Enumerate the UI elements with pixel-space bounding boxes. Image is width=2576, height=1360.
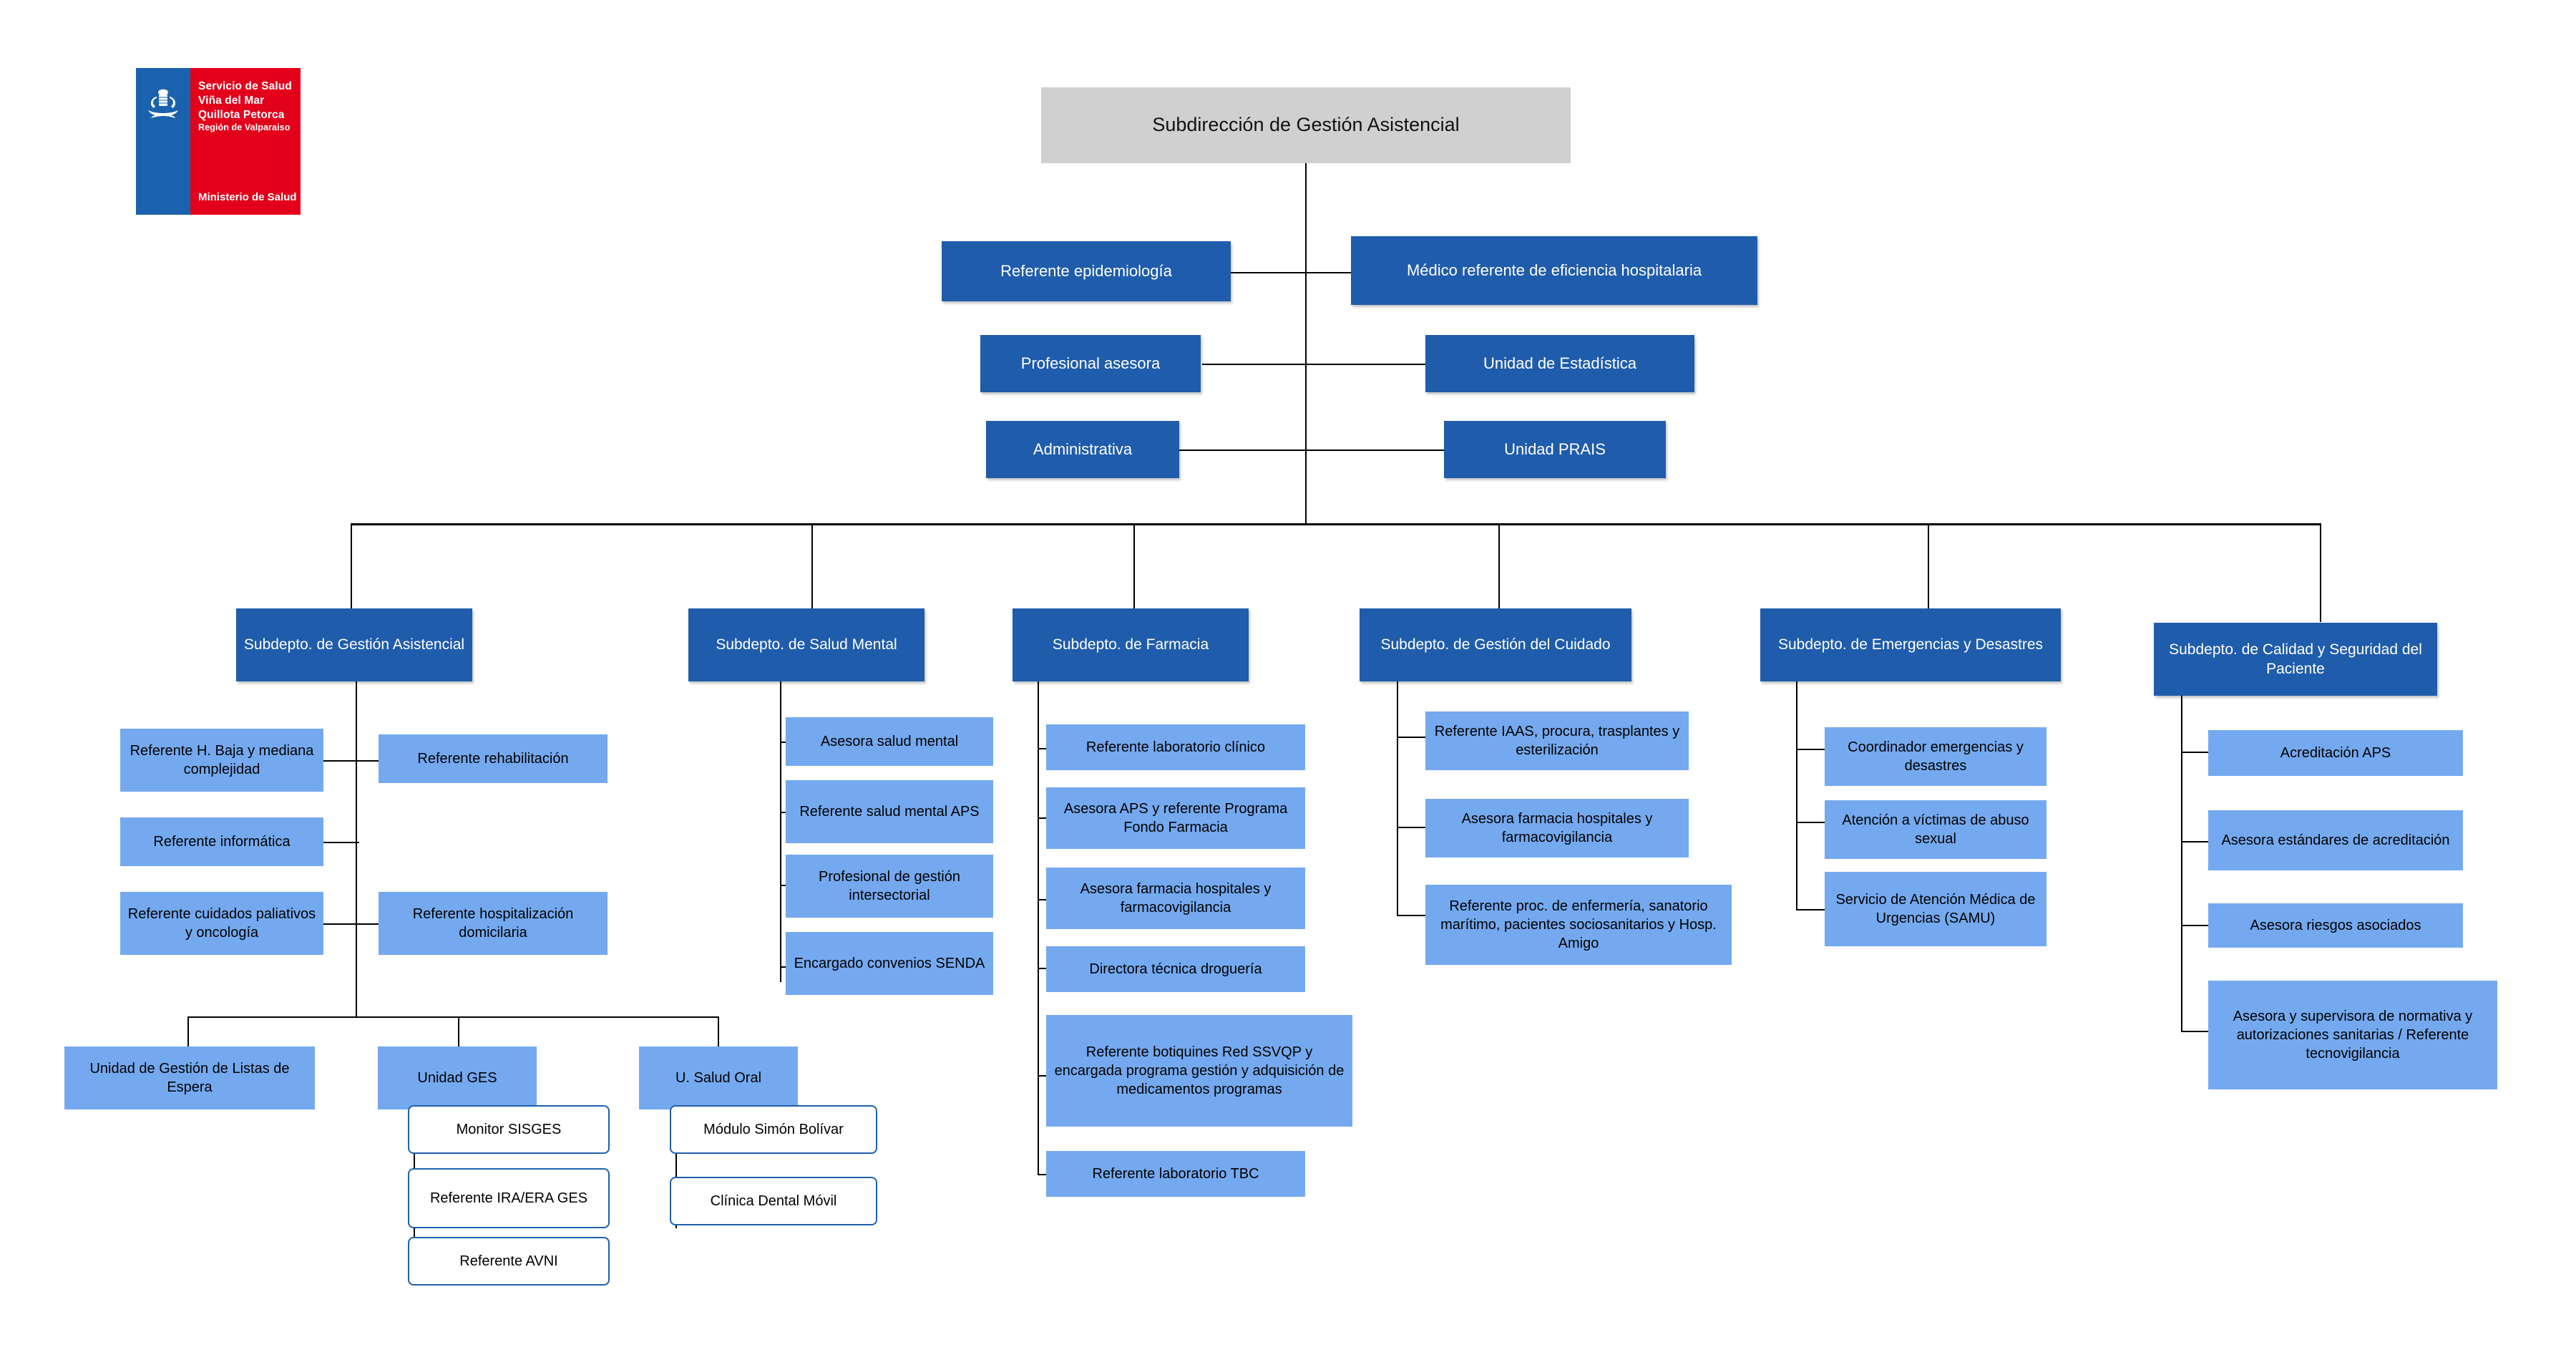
- connector-col1-spine: [356, 681, 357, 1018]
- child-node-referente-botiquines-ssvqp[interactable]: Referente botiquines Red SSVQP y encarga…: [1046, 1015, 1352, 1127]
- logo-line-2: Viña del Mar: [198, 94, 265, 107]
- department-node-farmacia[interactable]: Subdepto. de Farmacia: [1013, 608, 1249, 681]
- child-node-coordinador-emergencias[interactable]: Coordinador emergencias y desastres: [1825, 727, 2046, 786]
- child-node-atencion-victimas-abuso[interactable]: Atención a víctimas de abuso sexual: [1825, 800, 2046, 859]
- connector-col6-child-3: [2181, 925, 2208, 926]
- child-node-referente-iaas-procura[interactable]: Referente IAAS, procura, trasplantes y e…: [1425, 711, 1689, 770]
- root-node-subdireccion[interactable]: Subdirección de Gestión Asistencial: [1041, 87, 1571, 163]
- connector-unit-drop-ges: [458, 1016, 459, 1046]
- connector-col1-left-3: [323, 923, 359, 925]
- unit-node-salud-oral[interactable]: U. Salud Oral: [639, 1046, 798, 1109]
- child-node-asesora-estandares-acreditacion[interactable]: Asesora estándares de acreditación: [2208, 810, 2463, 870]
- child-node-referente-informatica[interactable]: Referente informática: [120, 817, 323, 866]
- connector-col1-unit-bus: [187, 1016, 718, 1018]
- connector-col5-child-2: [1796, 822, 1825, 823]
- connector-dept-drop-4: [1498, 523, 1500, 608]
- connector-col5-child-1: [1796, 749, 1825, 750]
- child-node-referente-h-baja[interactable]: Referente H. Baja y mediana complejidad: [120, 729, 323, 792]
- connector-staff-1: [1231, 272, 1367, 273]
- connector-dept-drop-1: [351, 523, 352, 608]
- subunit-node-referente-avni[interactable]: Referente AVNI: [408, 1237, 610, 1286]
- subunit-node-referente-ira-era-ges[interactable]: Referente IRA/ERA GES: [408, 1168, 610, 1228]
- connector-col6-child-2: [2181, 841, 2208, 842]
- department-node-calidad-seguridad[interactable]: Subdepto. de Calidad y Seguridad del Pac…: [2154, 623, 2437, 696]
- unit-node-listas-de-espera[interactable]: Unidad de Gestión de Listas de Espera: [64, 1046, 315, 1109]
- connector-col3-spine: [1038, 681, 1039, 1175]
- connector-department-bus: [351, 523, 2320, 525]
- child-node-referente-rehabilitacion[interactable]: Referente rehabilitación: [379, 734, 608, 783]
- connector-col2-spine: [780, 681, 781, 982]
- staff-node-referente-epidemiologia[interactable]: Referente epidemiología: [942, 241, 1231, 301]
- connector-dept-drop-5: [1928, 523, 1929, 608]
- connector-unit-drop-listas: [187, 1016, 189, 1046]
- department-node-salud-mental[interactable]: Subdepto. de Salud Mental: [688, 608, 924, 681]
- child-node-asesora-riesgos-asociados[interactable]: Asesora riesgos asociados: [2208, 903, 2463, 948]
- logo-ministry-label: Ministerio de Salud: [198, 191, 297, 203]
- staff-node-administrativa[interactable]: Administrativa: [986, 421, 1179, 478]
- child-node-acreditacion-aps[interactable]: Acreditación APS: [2208, 730, 2463, 776]
- child-node-samu[interactable]: Servicio de Atención Médica de Urgencias…: [1825, 872, 2046, 946]
- unit-node-unidad-ges[interactable]: Unidad GES: [378, 1046, 537, 1109]
- child-node-encargado-convenios-senda[interactable]: Encargado convenios SENDA: [786, 932, 993, 995]
- connector-col4-child-2: [1397, 827, 1425, 828]
- child-node-profesional-gestion-intersectorial[interactable]: Profesional de gestión intersectorial: [786, 855, 993, 918]
- subunit-node-clinica-dental-movil[interactable]: Clínica Dental Móvil: [670, 1177, 877, 1225]
- child-node-asesora-farmacia-hospitales[interactable]: Asesora farmacia hospitales y farmacovig…: [1046, 868, 1305, 929]
- connector-col4-child-3: [1397, 915, 1425, 916]
- coat-of-arms-icon: [148, 89, 178, 118]
- department-node-gestion-cuidado[interactable]: Subdepto. de Gestión del Cuidado: [1360, 608, 1631, 681]
- logo-blue-panel: [136, 68, 190, 215]
- connector-staff-2: [1202, 364, 1425, 365]
- staff-node-profesional-asesora[interactable]: Profesional asesora: [980, 335, 1201, 392]
- logo-line-1: Servicio de Salud: [198, 80, 292, 92]
- connector-col4-child-1: [1397, 737, 1425, 738]
- connector-col4-spine: [1397, 681, 1398, 916]
- staff-node-unidad-prais[interactable]: Unidad PRAIS: [1444, 421, 1666, 478]
- connector-col1-right-1: [356, 760, 379, 762]
- child-node-referente-cuidados-paliativos[interactable]: Referente cuidados paliativos y oncologí…: [120, 892, 323, 955]
- subunit-node-modulo-simon-bolivar[interactable]: Módulo Simón Bolívar: [670, 1105, 877, 1154]
- ministry-logo: Servicio de Salud Viña del Mar Quillota …: [136, 68, 301, 215]
- connector-col6-child-1: [2181, 752, 2208, 753]
- connector-unit-drop-oral: [718, 1016, 719, 1046]
- child-node-referente-proc-enfermeria[interactable]: Referente proc. de enfermería, sanatorio…: [1425, 885, 1732, 965]
- connector-oral-spine: [675, 1082, 677, 1228]
- child-node-referente-laboratorio-tbc[interactable]: Referente laboratorio TBC: [1046, 1151, 1305, 1197]
- logo-line-4: Región de Valparaiso: [198, 122, 291, 133]
- connector-col1-left-2: [323, 842, 359, 843]
- subunit-node-monitor-sisges[interactable]: Monitor SISGES: [408, 1105, 610, 1154]
- department-node-gestion-asistencial[interactable]: Subdepto. de Gestión Asistencial: [236, 608, 472, 681]
- child-node-asesora-supervisora-normativa[interactable]: Asesora y supervisora de normativa y aut…: [2208, 981, 2497, 1089]
- connector-col5-spine: [1796, 681, 1797, 910]
- child-node-asesora-salud-mental[interactable]: Asesora salud mental: [786, 717, 993, 766]
- connector-col5-child-3: [1796, 909, 1825, 910]
- logo-text: Servicio de Salud Viña del Mar Quillota …: [198, 79, 292, 133]
- connector-dept-drop-3: [1133, 523, 1135, 608]
- department-node-emergencias-desastres[interactable]: Subdepto. de Emergencias y Desastres: [1760, 608, 2061, 681]
- connector-root-trunk: [1305, 163, 1307, 523]
- staff-node-unidad-estadistica[interactable]: Unidad de Estadística: [1425, 335, 1694, 392]
- connector-staff-3: [1172, 450, 1445, 451]
- connector-col1-left-1: [323, 760, 359, 762]
- child-node-referente-hospitalizacion-domicilaria[interactable]: Referente hospitalización domicilaria: [379, 892, 608, 955]
- child-node-referente-laboratorio-clinico[interactable]: Referente laboratorio clínico: [1046, 724, 1305, 770]
- connector-dept-drop-6: [2320, 523, 2321, 622]
- connector-dept-drop-2: [811, 523, 813, 608]
- child-node-asesora-farmacia-hospitales-cuidado[interactable]: Asesora farmacia hospitales y farmacovig…: [1425, 799, 1689, 858]
- connector-col6-child-4: [2181, 1031, 2208, 1032]
- child-node-directora-tecnica-drogueria[interactable]: Directora técnica droguería: [1046, 946, 1305, 992]
- connector-col1-right-2: [356, 923, 379, 925]
- logo-line-3: Quillota Petorca: [198, 108, 285, 121]
- logo-red-panel: Servicio de Salud Viña del Mar Quillota …: [190, 68, 301, 215]
- connector-col6-spine: [2181, 681, 2182, 1032]
- staff-node-medico-eficiencia-hospitalaria[interactable]: Médico referente de eficiencia hospitala…: [1351, 236, 1757, 305]
- child-node-asesora-aps-fondo-farmacia[interactable]: Asesora APS y referente Programa Fondo F…: [1046, 787, 1305, 849]
- child-node-referente-salud-mental-aps[interactable]: Referente salud mental APS: [786, 780, 993, 843]
